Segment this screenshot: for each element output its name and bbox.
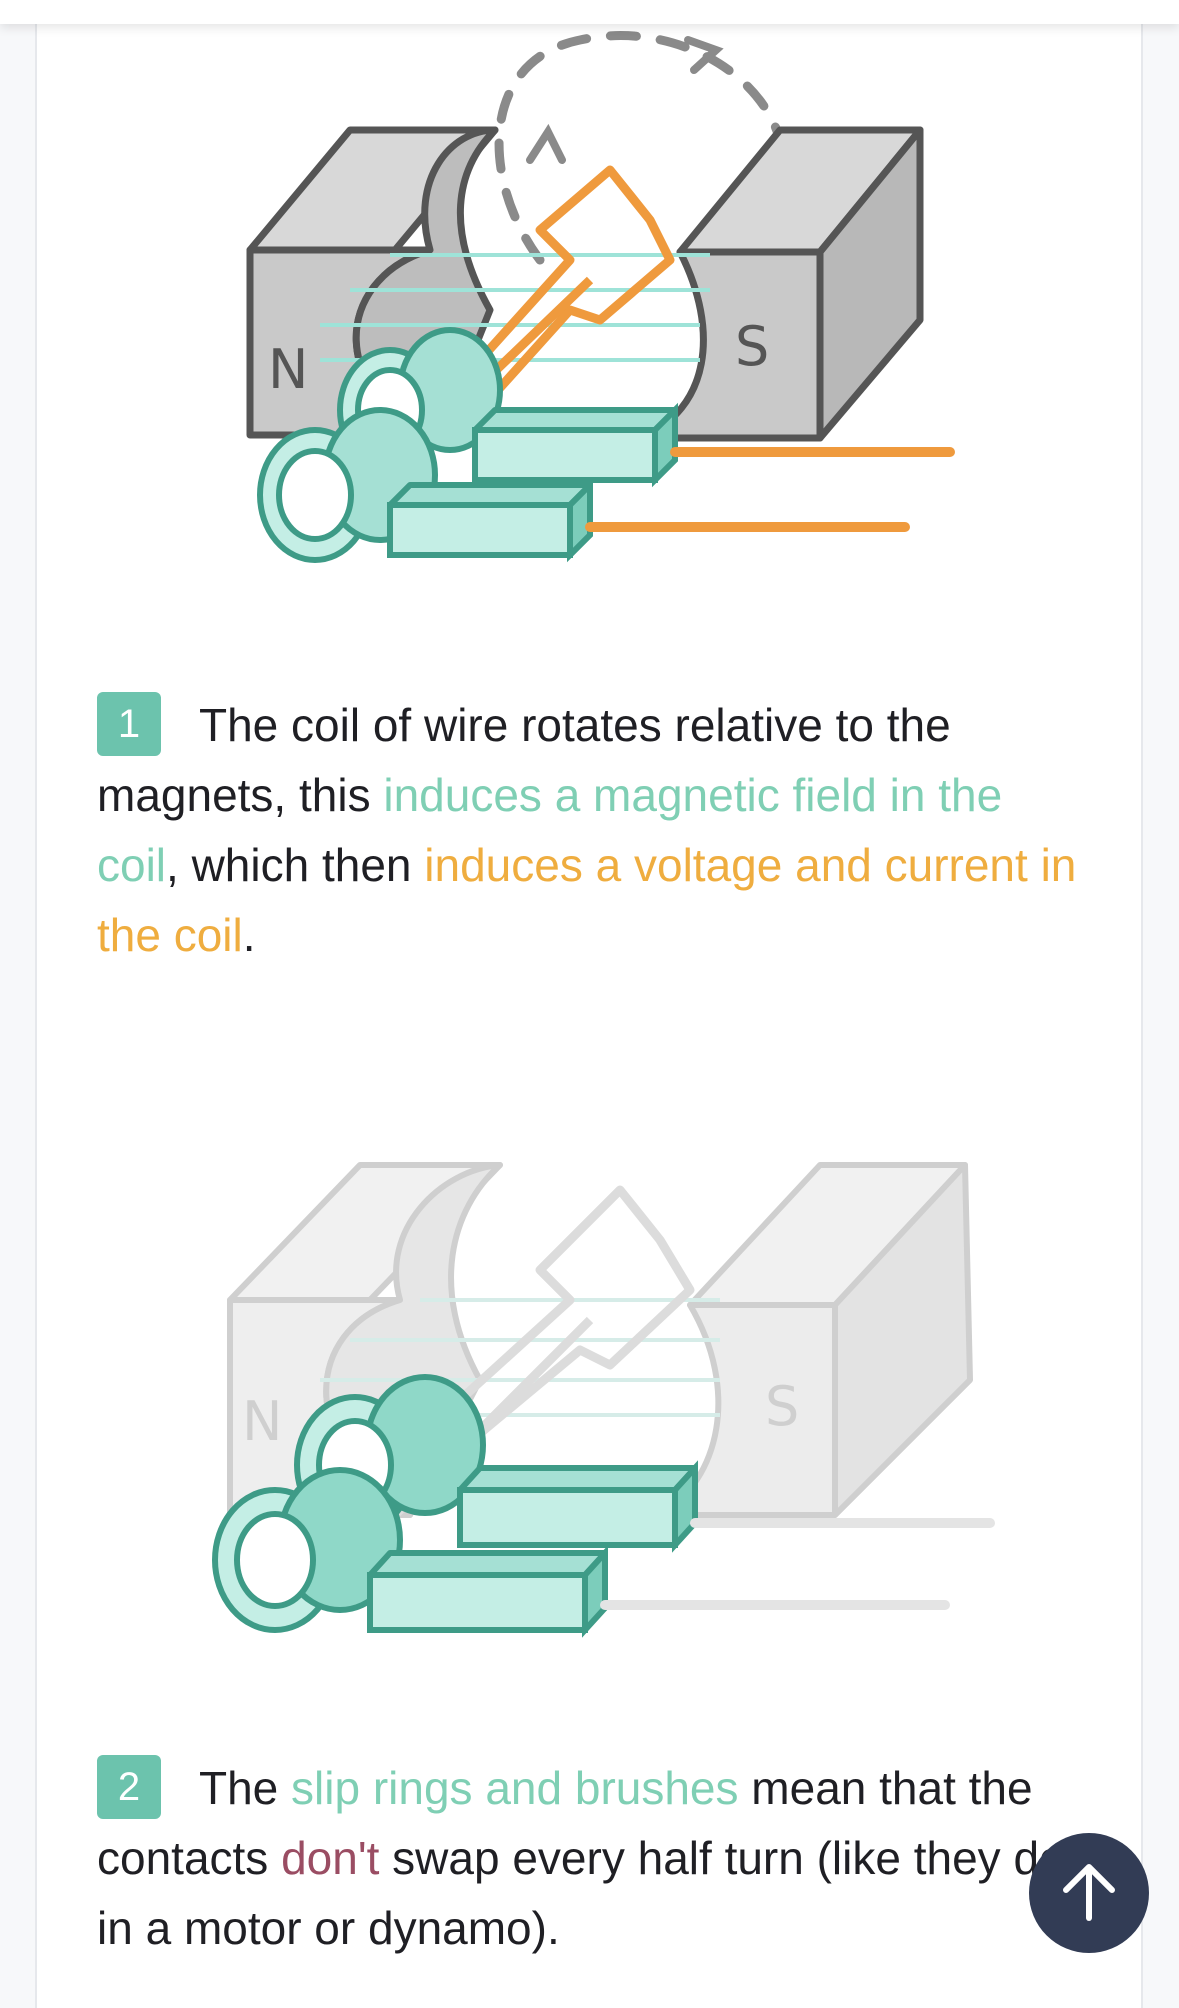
south-label-faded: S [765, 1375, 799, 1438]
step-2: 2 The slip rings and brushes mean that th… [97, 1753, 1087, 1963]
brush-1-highlight [457, 1460, 698, 1553]
slip-ring-front [257, 407, 438, 563]
step-1-text-a: The coil of wire rotates relative to the… [97, 699, 951, 821]
arrow-up-icon [1063, 1864, 1115, 1921]
generator-diagram-2-svg: N S [212, 1162, 995, 1638]
brush-2 [387, 477, 593, 563]
step-2-highlight-maroon: don't [281, 1832, 380, 1884]
coil-of-wire [476, 165, 675, 414]
generator-diagram-1-svg: N S [246, 31, 955, 563]
north-label-faded: N [242, 1390, 282, 1453]
scroll-to-top-button[interactable] [1029, 1833, 1149, 1953]
rotation-arrow-head-2 [684, 36, 724, 74]
rotation-arrow [494, 31, 785, 265]
content-card [35, 0, 1143, 2008]
step-number-badge: 2 [97, 1755, 161, 1819]
step-1-highlight-orange: induces a voltage and current in the coi… [97, 839, 1077, 961]
south-label: S [735, 315, 769, 378]
rotation-arrow-head-1 [526, 123, 566, 164]
step-number-badge: 1 [97, 692, 161, 756]
step-2-text-c: swap every half turn (like they do in a … [97, 1832, 1065, 1954]
step-2-text-b: mean that the contacts [97, 1762, 1033, 1884]
top-bar [0, 0, 1179, 24]
south-magnet-faded [657, 1162, 973, 1518]
step-1-text-c: . [242, 909, 256, 961]
step-2-text-a: The [199, 1762, 292, 1814]
brush-2-highlight [367, 1545, 608, 1638]
step-1-text-b: , which then [166, 839, 425, 891]
step-2-highlight-green: slip rings and brushes [291, 1762, 739, 1814]
step-1-highlight-green: induces a magnetic field in the coil [97, 769, 1003, 891]
brush-1 [472, 402, 678, 488]
generator-diagram-2: N S [212, 1150, 1000, 1670]
coil-faded [456, 1185, 695, 1454]
generator-diagram-1: N S [240, 20, 960, 580]
south-magnet [636, 126, 924, 442]
north-label: N [268, 338, 308, 401]
